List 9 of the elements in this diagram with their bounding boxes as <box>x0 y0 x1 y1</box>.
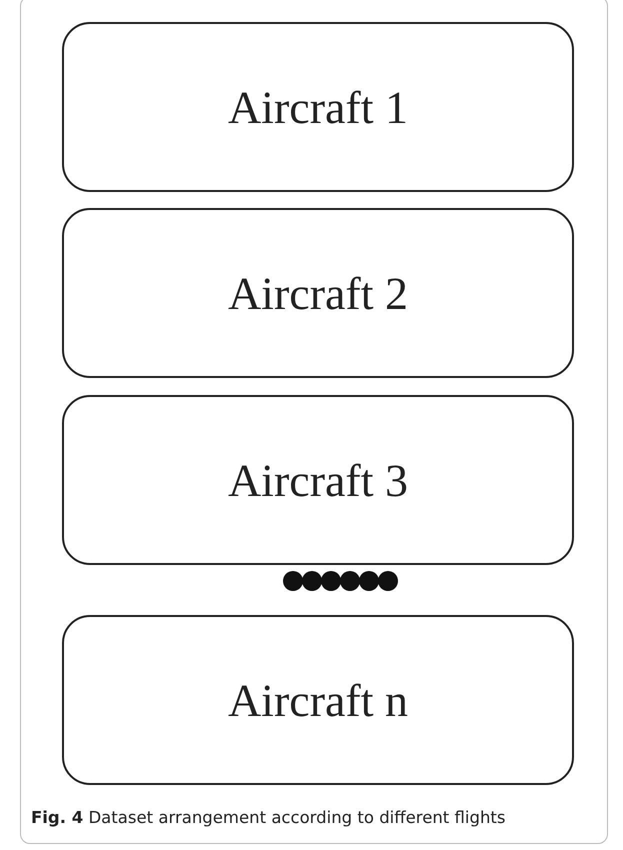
rounded-box <box>62 395 574 565</box>
box-label: Aircraft 1 <box>228 80 408 134</box>
box-label: Aircraft 2 <box>228 266 408 320</box>
rounded-box <box>62 208 574 378</box>
box-label: Aircraft n <box>228 674 408 726</box>
box-label: Aircraft 3 <box>228 454 408 506</box>
rounded-box <box>62 615 574 785</box>
rounded-box <box>62 22 574 192</box>
figure-caption: Fig. 4 Dataset arrangement according to different flights <box>31 808 506 827</box>
